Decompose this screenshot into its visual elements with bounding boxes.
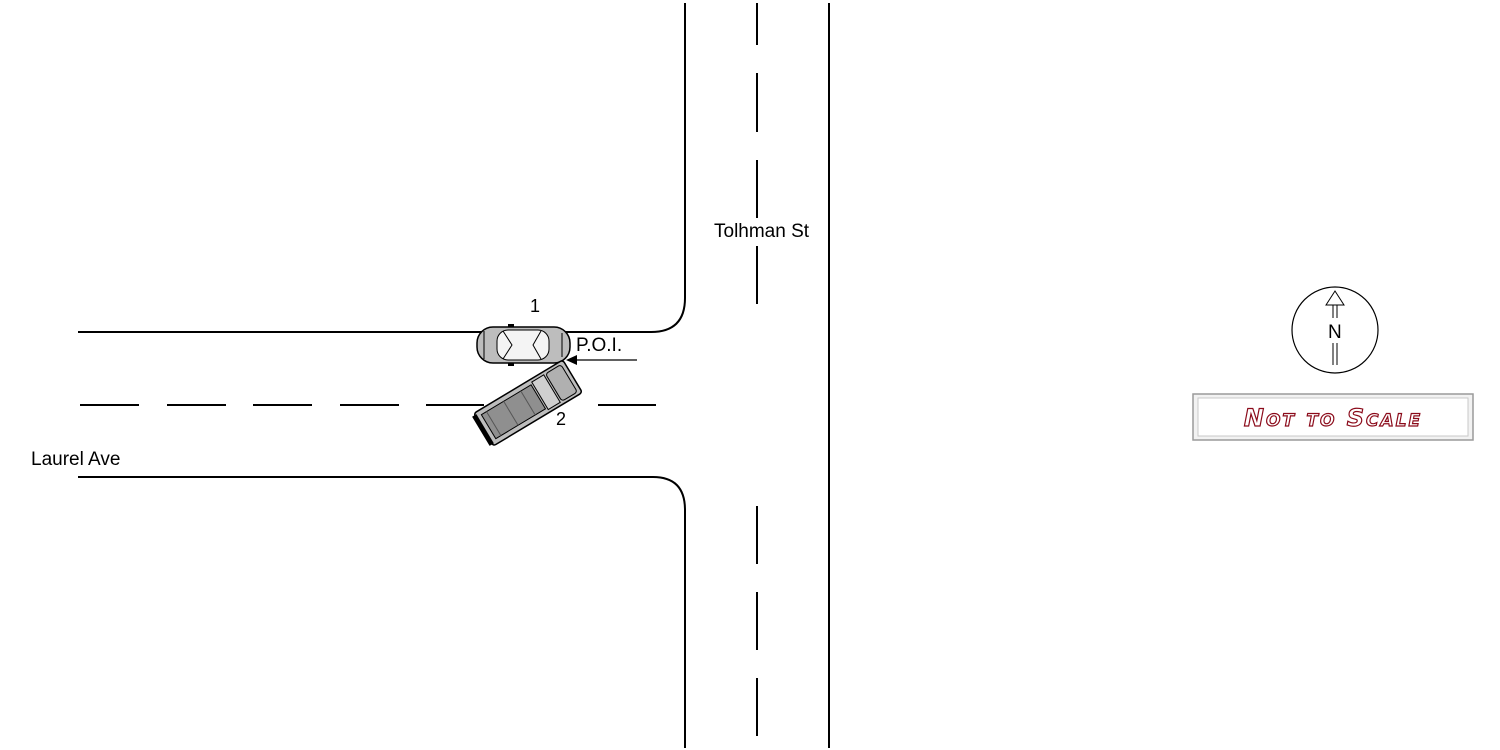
tolhman-west-curb-south — [652, 476, 686, 748]
tolhman-st-label: Tolhman St — [714, 221, 810, 242]
not-to-scale-badge — [1192, 393, 1474, 441]
vehicle-1-car — [476, 324, 571, 366]
north-arrow-icon — [1291, 286, 1379, 374]
tolhman-st-road — [650, 3, 830, 748]
tolhman-west-curb-north — [650, 3, 686, 333]
vehicle-2-pickup-truck — [472, 360, 582, 446]
compass-letter: N — [1328, 322, 1342, 343]
poi-arrow — [566, 355, 637, 365]
laurel-ave-label: Laurel Ave — [31, 449, 120, 470]
vehicle-2-label: 2 — [556, 409, 566, 429]
not-to-scale-text: Not to Scale — [1244, 404, 1422, 432]
vehicle-1-label: 1 — [530, 296, 540, 316]
poi-label: P.O.I. — [576, 335, 622, 356]
